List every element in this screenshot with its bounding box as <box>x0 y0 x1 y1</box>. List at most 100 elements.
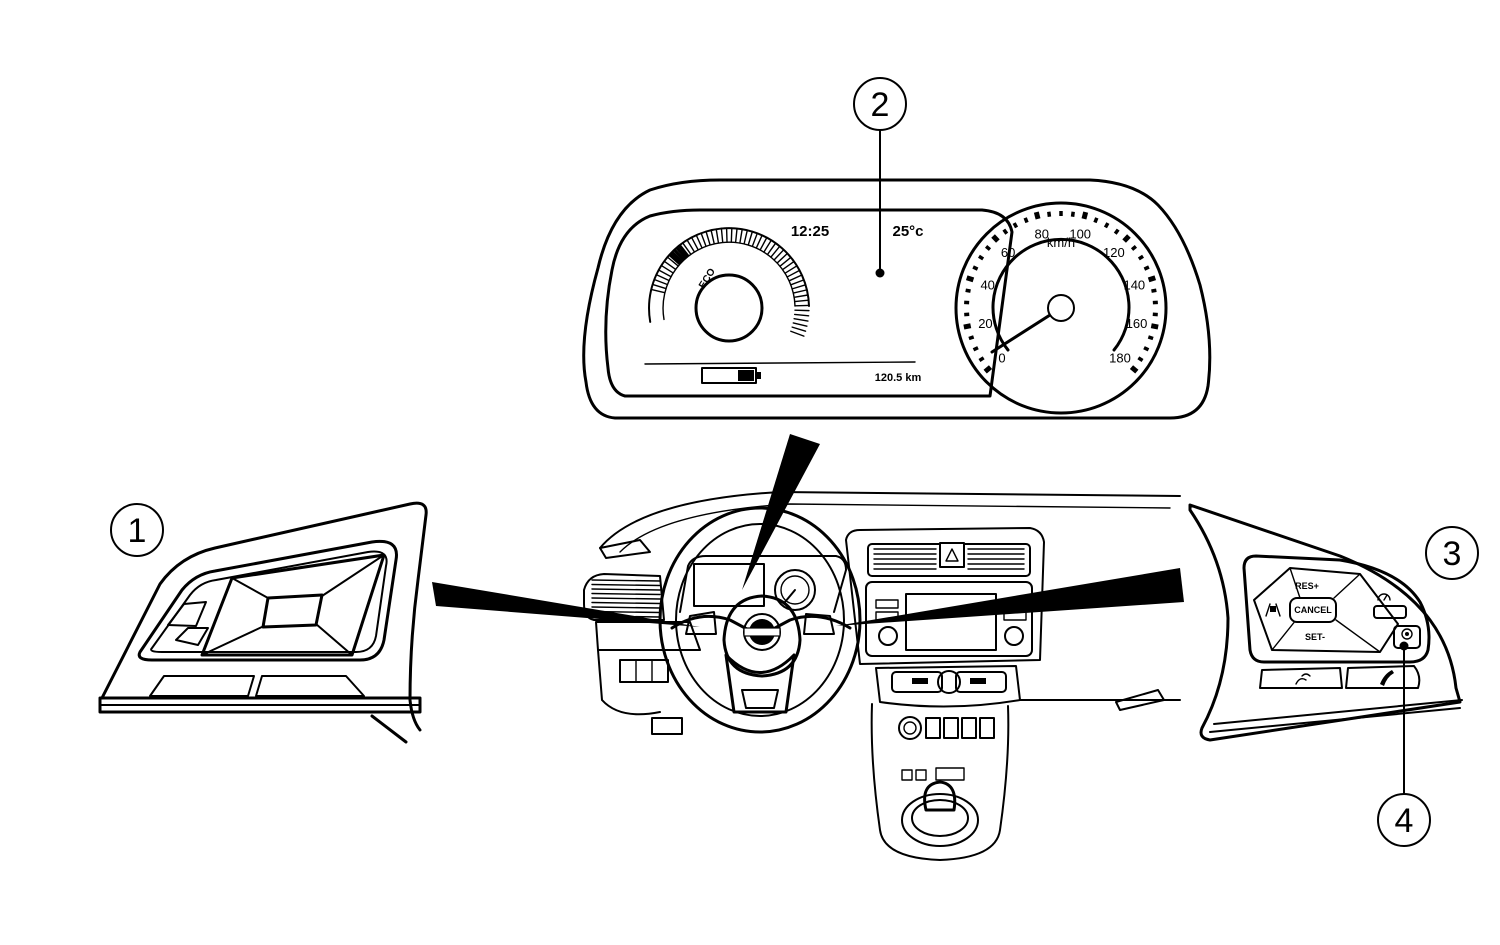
speed-tick <box>1137 254 1144 261</box>
speed-tick <box>1070 211 1075 217</box>
vent-slat <box>591 592 661 596</box>
speed-label: 40 <box>980 277 994 292</box>
speed-label: 60 <box>1001 245 1015 260</box>
range-readout: 120.5 km <box>875 372 922 384</box>
speed-tick <box>984 245 992 251</box>
voice-command-icon <box>1295 673 1311 685</box>
power-tick <box>779 256 792 267</box>
power-tick <box>700 232 707 247</box>
speed-tick <box>1151 288 1157 293</box>
speed-tick <box>1113 228 1120 235</box>
phone-button[interactable] <box>1345 665 1421 689</box>
power-tick <box>766 242 777 256</box>
power-tick <box>657 269 672 278</box>
power-tick <box>650 288 666 294</box>
callout-3-number: 3 <box>1443 535 1462 573</box>
power-tick <box>790 330 805 337</box>
power-tick <box>739 228 743 244</box>
power-tick <box>763 239 773 253</box>
speed-tick <box>1081 211 1089 220</box>
dashboard-overview <box>583 491 1181 861</box>
left-lower-button-2[interactable] <box>255 675 365 697</box>
power-tick <box>655 273 670 282</box>
eco-segment <box>670 250 683 263</box>
power-arc-outer <box>648 227 810 323</box>
speed-tick <box>978 254 985 261</box>
power-tick <box>793 318 809 322</box>
power-tick <box>770 245 781 258</box>
power-tick <box>653 278 669 286</box>
speed-unit-label: km/h <box>1047 235 1075 250</box>
cruise-control-icon <box>1377 593 1391 601</box>
eco-segment <box>668 253 682 266</box>
speed-label: 0 <box>998 350 1005 365</box>
cancel-button[interactable] <box>1289 597 1337 623</box>
power-tick <box>781 260 795 271</box>
power-tick <box>663 260 677 271</box>
speed-tick <box>1147 275 1157 283</box>
speed-tick <box>1147 335 1154 341</box>
voice-command-button[interactable] <box>1259 667 1343 689</box>
left-ok-button[interactable] <box>261 593 324 629</box>
callout-3: 3 <box>1425 526 1479 580</box>
clock-readout: 12:25 <box>791 223 829 240</box>
speed-tick <box>968 335 975 341</box>
speed-tick <box>1130 245 1138 251</box>
left-steering-switch <box>98 501 428 744</box>
right-steering-switch: CANCEL RES+ SET- <box>1188 503 1463 795</box>
speed-tick <box>1023 217 1029 224</box>
eco-segment <box>675 246 688 260</box>
speed-label: 20 <box>978 316 992 331</box>
vent-slat <box>591 583 661 587</box>
outside-temperature: 25°c <box>892 223 923 240</box>
left-lower-button-1[interactable] <box>149 675 255 697</box>
power-tick <box>755 234 763 249</box>
hazard-icon[interactable] <box>939 542 965 568</box>
vent-slat <box>591 615 661 618</box>
power-tick <box>788 274 803 282</box>
vent-slat <box>591 579 661 582</box>
power-tick <box>681 242 692 255</box>
callout-4-number: 4 <box>1395 802 1414 840</box>
callout-1-number: 1 <box>128 512 147 550</box>
power-tick <box>695 234 703 249</box>
power-tick <box>705 230 711 246</box>
power-tick <box>710 229 715 245</box>
speed-tick <box>1012 222 1019 229</box>
power-tick <box>791 326 807 332</box>
power-tick <box>720 227 724 243</box>
speed-tick <box>965 288 971 293</box>
power-tick <box>743 229 749 245</box>
callout-1: 1 <box>110 503 164 557</box>
power-tick <box>792 322 808 327</box>
speed-tick <box>1122 234 1131 243</box>
steering-wheel <box>658 506 862 734</box>
power-tick <box>773 248 785 261</box>
speed-tick <box>1047 211 1052 217</box>
battery-icon <box>701 367 761 384</box>
speed-tick <box>1143 346 1150 352</box>
cancel-label: CANCEL <box>1294 605 1332 615</box>
speed-label: 160 <box>1126 316 1148 331</box>
power-tick <box>666 256 679 267</box>
res-plus-label: RES+ <box>1295 581 1319 591</box>
power-tick <box>776 252 789 264</box>
speed-label: 140 <box>1123 277 1145 292</box>
callout-2-number: 2 <box>871 86 890 124</box>
power-gauge: ECO <box>648 227 810 343</box>
power-tick <box>790 279 805 286</box>
nissan-logo-icon <box>743 613 781 651</box>
power-tick <box>734 227 738 244</box>
power-tick <box>791 284 807 290</box>
speed-label: 100 <box>1069 226 1091 241</box>
speed-tick <box>978 356 985 362</box>
power-tick <box>786 269 801 278</box>
speed-tick <box>1033 211 1041 220</box>
speed-label: 80 <box>1035 226 1049 241</box>
lane-keep-icon <box>1265 603 1281 617</box>
callout-2: 2 <box>853 77 907 278</box>
vent-slat <box>591 588 661 591</box>
power-tick <box>759 236 768 251</box>
speed-tick <box>972 265 979 271</box>
